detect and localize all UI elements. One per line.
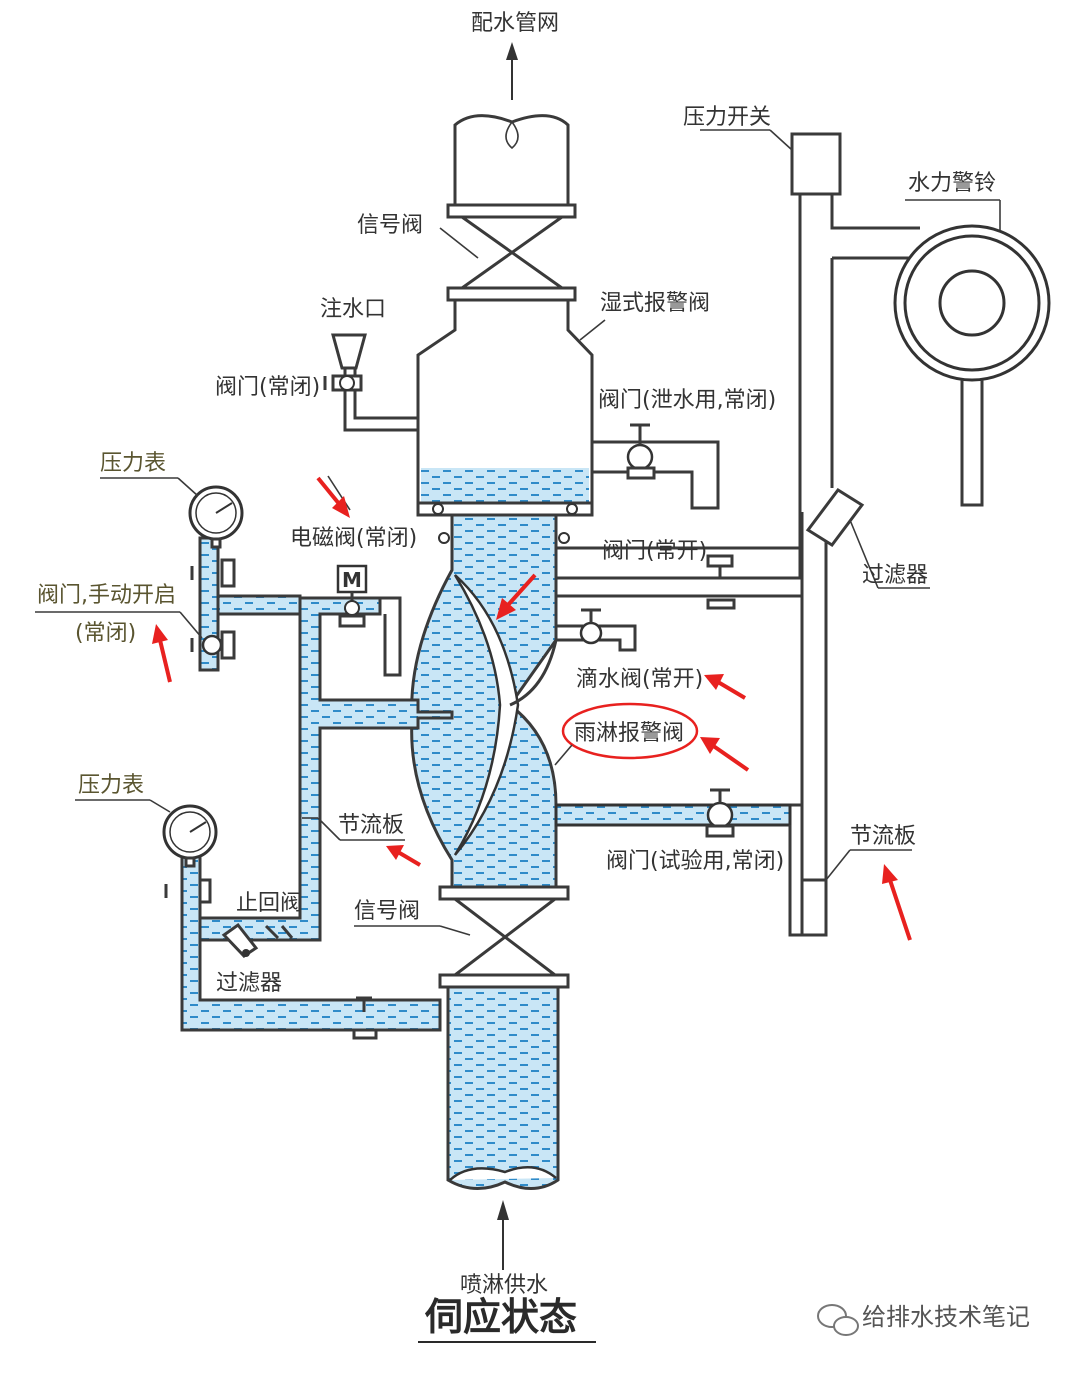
flow-arrow-up-bottom: [497, 1200, 509, 1270]
label-deluge-alarm-valve: 雨淋报警阀: [574, 721, 684, 746]
label-water-bell: 水力警铃: [908, 171, 996, 196]
label-check-valve: 止回阀: [236, 891, 302, 916]
label-fill-port: 注水口: [320, 297, 386, 322]
label-solenoid-valve: 电磁阀(常闭): [290, 526, 417, 551]
pressure-switch: [700, 129, 842, 196]
drain-valve: [592, 423, 720, 510]
manual-valve: [35, 558, 236, 660]
check-valve: [264, 924, 294, 940]
test-valve: [554, 788, 826, 937]
label-drip-valve: 滴水阀(常开): [576, 667, 703, 692]
deluge-valve-highlight: [561, 702, 699, 760]
drip-valve: [556, 594, 804, 807]
deluge-alarm-valve: [410, 513, 594, 897]
signal-valve-top: [439, 203, 577, 302]
flow-arrow-up-top: [506, 42, 518, 100]
bottom-line-valve: [352, 996, 378, 1040]
label-pressure-gauge-bottom: 压力表: [78, 773, 144, 798]
control-pipes-left: [180, 536, 454, 1032]
wet-alarm-valve: [416, 298, 606, 517]
label-wet-alarm-valve: 湿式报警阀: [600, 291, 710, 316]
label-valve-normally-open: 阀门(常开): [602, 539, 707, 564]
label-orifice-left: 节流板: [338, 813, 404, 838]
diagram-title: 伺应状态: [424, 1295, 577, 1339]
label-distribution-network: 配水管网: [471, 11, 559, 36]
solenoid-mark: M: [342, 568, 362, 592]
pressure-gauge-bottom: [75, 799, 218, 904]
filter-left: [221, 922, 259, 958]
leader-deluge: [554, 744, 573, 766]
alarm-pipes-right: [556, 194, 920, 937]
distribution-pipe-top: [453, 114, 570, 207]
label-filter-right: 过滤器: [862, 563, 928, 588]
label-manual-valve-line1: 阀门,手动开启: [37, 583, 176, 608]
label-pressure-gauge-top: 压力表: [100, 451, 166, 476]
label-pressure-switch: 压力开关: [683, 105, 771, 130]
label-filter-left: 过滤器: [216, 971, 282, 996]
label-sprinkler-supply: 喷淋供水: [460, 1273, 548, 1298]
label-signal-valve-top: 信号阀: [357, 213, 423, 238]
supply-pipe: [446, 985, 560, 1190]
label-manual-valve-line2: (常闭): [75, 621, 136, 646]
leader-orifice-right: [825, 849, 851, 881]
water-bell: [893, 199, 1051, 507]
filter-right: [805, 487, 930, 589]
orifice-plate-left: [302, 817, 405, 841]
label-valve-normally-closed: 阀门(常闭): [215, 375, 320, 400]
pressure-gauge-top: [100, 477, 244, 549]
solenoid-valve: M: [327, 475, 402, 677]
red-arrows: [152, 476, 912, 941]
watermark-text: 给排水技术笔记: [862, 1303, 1030, 1331]
label-orifice-right: 节流板: [850, 824, 916, 849]
wechat-icon: [817, 1304, 859, 1336]
fill-port: [323, 333, 418, 432]
label-test-valve: 阀门(试验用,常闭): [606, 849, 784, 874]
label-signal-valve-bottom: 信号阀: [354, 899, 420, 924]
label-drain-valve: 阀门(泄水用,常闭): [598, 388, 776, 413]
